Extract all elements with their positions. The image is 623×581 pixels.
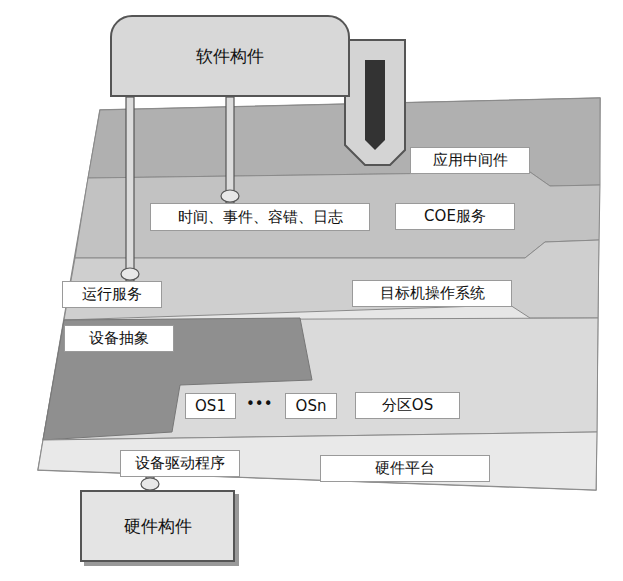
layer-label: 运行服务 bbox=[62, 281, 162, 308]
ellipsis-label: ••• bbox=[246, 395, 273, 413]
pillar-connector bbox=[221, 97, 239, 203]
layer-label: 设备驱动程序 bbox=[120, 450, 240, 477]
component-box: 硬件构件 bbox=[80, 490, 235, 562]
layer-label: 分区OS bbox=[355, 392, 460, 419]
layer-label: COE服务 bbox=[395, 203, 515, 230]
node-text: 软件构件 bbox=[196, 45, 264, 68]
node-text: 运行服务 bbox=[82, 285, 142, 304]
layer-label: 目标机操作系统 bbox=[352, 280, 512, 307]
layer-label: OSn bbox=[285, 393, 337, 419]
layer-label: 设备抽象 bbox=[64, 325, 174, 352]
node-text: 设备驱动程序 bbox=[135, 454, 225, 473]
layer-label: 应用中间件 bbox=[410, 147, 530, 174]
node-text: 分区OS bbox=[382, 396, 433, 415]
node-text: 硬件平台 bbox=[375, 459, 435, 478]
layer-label: 时间、事件、容错、日志 bbox=[150, 203, 370, 231]
node-text: 硬件构件 bbox=[124, 515, 192, 538]
component-box: 软件构件 bbox=[110, 15, 350, 97]
node-text: OSn bbox=[296, 397, 327, 415]
node-text: 设备抽象 bbox=[89, 329, 149, 348]
node-text: OS1 bbox=[195, 397, 226, 415]
node-text: 目标机操作系统 bbox=[380, 284, 485, 303]
layer-label: 硬件平台 bbox=[320, 455, 490, 482]
pillar-connector bbox=[121, 97, 139, 281]
layer-label: OS1 bbox=[185, 393, 236, 419]
node-text: 时间、事件、容错、日志 bbox=[178, 208, 343, 227]
node-text: COE服务 bbox=[424, 207, 486, 226]
node-text: 应用中间件 bbox=[433, 151, 508, 170]
pillar-connector bbox=[141, 477, 159, 490]
